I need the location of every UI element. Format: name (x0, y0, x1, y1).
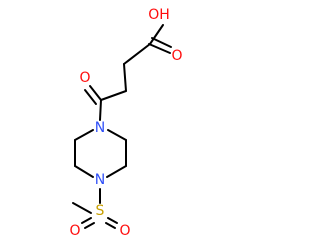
bond-ring-3 (106, 165, 127, 178)
bond-s-o-right-1 (107, 217, 118, 224)
bond-ring-6 (74, 129, 94, 141)
bond-ring-1 (107, 129, 127, 141)
bond-s-o-left-2 (84, 222, 95, 229)
bond-layer (72, 24, 172, 229)
bond-s-o-left-1 (81, 217, 92, 224)
bond-chain-3 (100, 90, 127, 101)
atom-acid-carbonyl-oxygen: O (171, 48, 182, 64)
atom-layer: OH O O N N S O O (69, 7, 182, 239)
atom-amide-carbonyl-oxygen: O (79, 70, 90, 86)
atom-nitrogen-bottom: N (95, 172, 105, 188)
bond-c-oh (149, 24, 164, 45)
bond-amide-c-o-1 (89, 85, 102, 101)
atom-nitrogen-top: N (95, 120, 105, 136)
bond-amide-c-o-2 (84, 89, 97, 105)
bond-s-o-right-2 (105, 222, 116, 229)
structure-diagram: OH O O N N S O O (69, 7, 182, 239)
bond-acid-c-o-1 (148, 43, 171, 54)
bond-acid-c-o-2 (151, 37, 172, 48)
atom-sulfur: S (96, 203, 105, 219)
molecule-canvas: OH O O N N S O O (69, 7, 182, 239)
bond-chain-2 (123, 63, 127, 92)
bond-amide-c-n (99, 99, 102, 121)
bond-chain-1 (123, 43, 151, 65)
bond-s-methyl (72, 202, 92, 214)
atom-sulfonyl-oxygen-right: O (119, 223, 130, 239)
bond-ring-4 (74, 165, 94, 178)
atom-sulfonyl-oxygen-left: O (69, 223, 80, 239)
atom-hydroxyl: OH (148, 7, 170, 23)
